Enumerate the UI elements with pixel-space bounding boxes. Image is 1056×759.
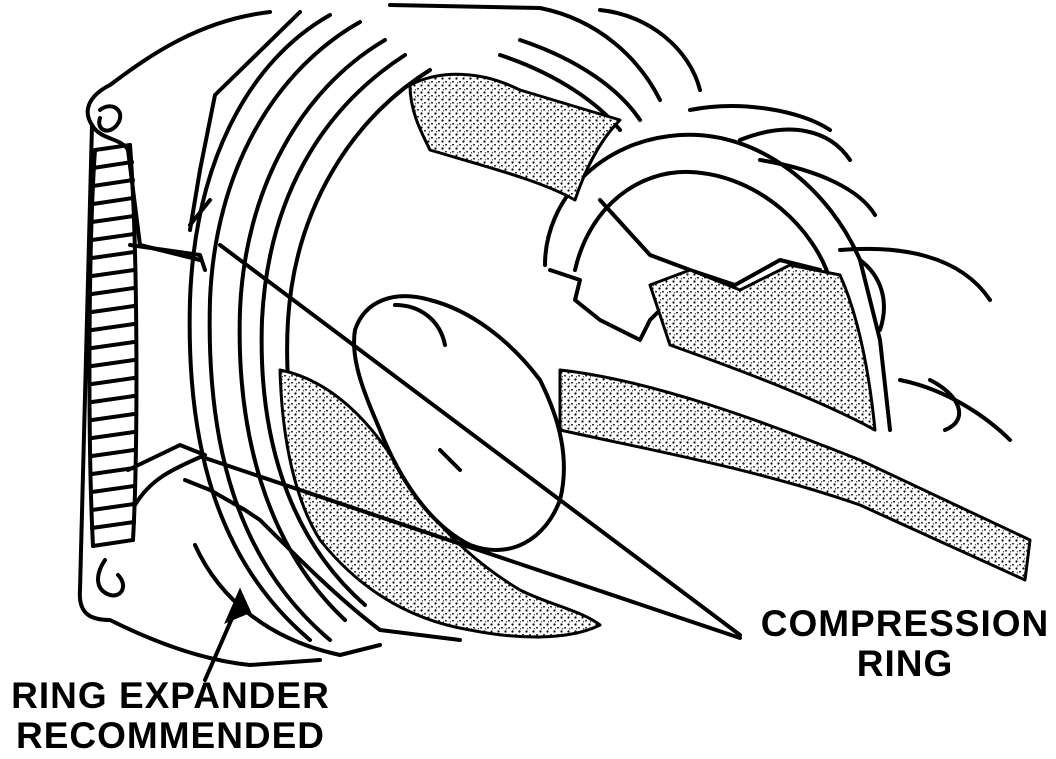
leader-compression-upper (218, 243, 742, 637)
coil-spring (87, 104, 139, 598)
cylinder-shadow-top (408, 72, 622, 202)
ring-expander-label-line2: RECOMMENDED (15, 715, 326, 756)
expander-handle (558, 368, 1032, 582)
compression-ring-label: COMPRESSION RING (760, 604, 1050, 684)
thumbnail (393, 303, 462, 472)
piston-skirt (388, 3, 1012, 442)
leader-compression-lower (203, 456, 742, 640)
left-bracket (126, 243, 207, 507)
compression-ring-label-line1: COMPRESSION (760, 603, 1050, 644)
piston-body (77, 10, 322, 667)
hand-top (688, 104, 962, 432)
piston-pin-shadow (648, 263, 877, 432)
ring-expander-label-line1: RING EXPANDER (11, 675, 330, 716)
ring-expander-label: RING EXPANDER RECOMMENDED (8, 676, 333, 756)
expander-tool-arc (543, 132, 892, 432)
expander-arrowhead (224, 587, 252, 624)
compression-ring-label-line2: RING (856, 643, 954, 684)
ring-grooves (183, 10, 642, 657)
